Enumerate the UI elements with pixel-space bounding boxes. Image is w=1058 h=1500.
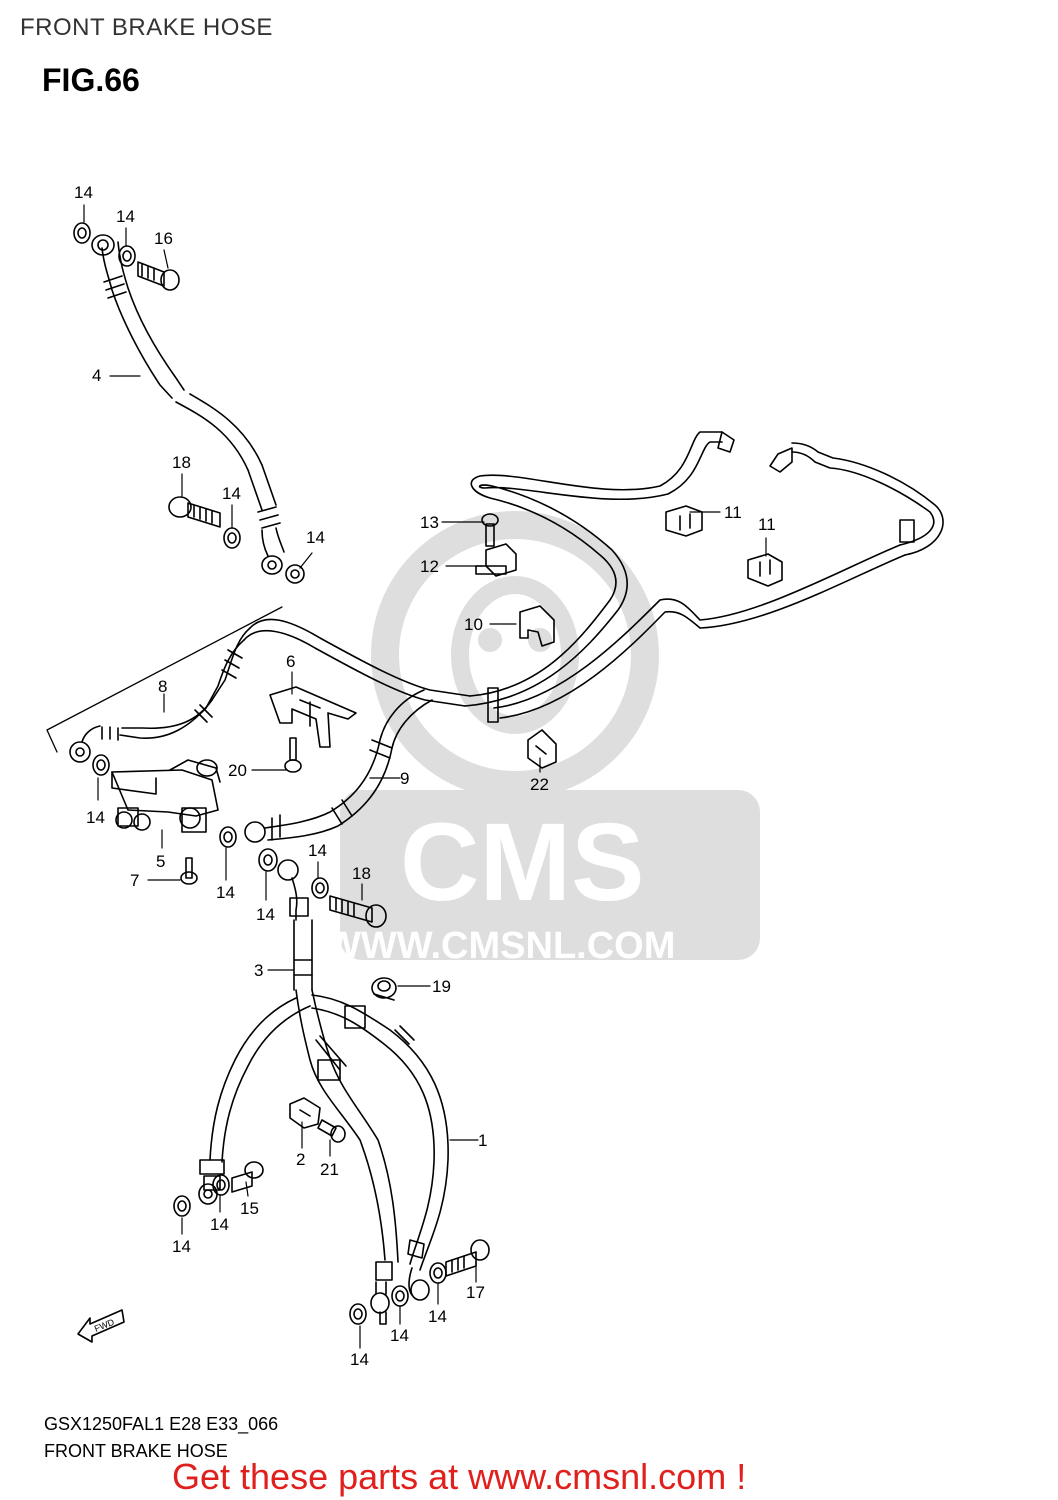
callout-8: 8: [158, 677, 167, 696]
banjo-fitting-top: [91, 234, 115, 256]
callout-7: 7: [130, 871, 139, 890]
callout-18: 18: [352, 864, 371, 883]
clamp-22: [527, 729, 557, 769]
callout-14: 14: [116, 207, 135, 226]
washer-14-lower-b: [212, 1174, 230, 1196]
leader-lines: [83, 204, 767, 1349]
fwd-arrow-icon: [77, 1309, 125, 1343]
callout-14: 14: [172, 1237, 191, 1256]
joint-5: [111, 759, 221, 833]
hose-9: [244, 689, 433, 843]
washer-14-upper-right: [285, 564, 305, 584]
clamp-2: [289, 1097, 321, 1129]
clamp-12: [475, 543, 517, 577]
bolt-18-upper: [168, 496, 221, 528]
callout-14: 14: [74, 183, 93, 202]
callout-4: 4: [92, 366, 101, 385]
washer-14-bottom-a: [349, 1303, 367, 1325]
washer-14-bottom-c: [429, 1262, 447, 1284]
callout-6: 6: [286, 652, 295, 671]
bolt-17: [445, 1239, 490, 1277]
banjo-lower-mid: [370, 1261, 393, 1325]
bracket-6: [269, 686, 357, 748]
bolt-20: [284, 737, 302, 773]
callout-12: 12: [420, 557, 439, 576]
washer-14-mid-b: [258, 848, 278, 872]
footer-title: FRONT BRAKE HOSE: [44, 1441, 228, 1461]
hose-4: [101, 241, 285, 575]
callout-11: 11: [724, 503, 742, 522]
page-title: FRONT BRAKE HOSE: [20, 14, 273, 41]
washer-14-mid-c: [311, 877, 329, 899]
callout-5: 5: [156, 852, 165, 871]
washer-14-mid-a: [219, 826, 237, 848]
callout-labels: 14 14 16 4 18 14 14 13 12 10 11 11 6 8 2…: [74, 183, 776, 1369]
callout-11: 11: [758, 515, 776, 534]
hose-8: [69, 627, 251, 763]
callout-14: 14: [222, 484, 241, 503]
hose-1: [311, 994, 449, 1301]
bolt-18-lower: [329, 895, 387, 928]
washer-14-lower-a: [173, 1195, 191, 1217]
brake-pipe-upper: [243, 431, 944, 723]
callout-14: 14: [216, 883, 235, 902]
figure-number: FIG.66: [42, 62, 140, 98]
washer-14-left: [92, 754, 110, 776]
callout-14: 14: [86, 808, 105, 827]
callout-22: 22: [530, 775, 549, 794]
callout-21: 21: [320, 1160, 339, 1179]
leader-frame: [46, 606, 283, 753]
bolt-21: [317, 1119, 346, 1143]
callout-2: 2: [296, 1150, 305, 1169]
washer-14-top-b: [118, 245, 136, 267]
callout-10: 10: [464, 615, 483, 634]
callout-16: 16: [154, 229, 173, 248]
callout-1: 1: [478, 1131, 487, 1150]
washer-14-bottom-b: [391, 1285, 409, 1307]
clamp-11a: [665, 505, 703, 537]
washer-14-top-a: [73, 222, 91, 244]
washer-14-upper-mid: [223, 527, 241, 549]
callout-18: 18: [172, 453, 191, 472]
callout-14: 14: [256, 905, 275, 924]
bolt-7: [180, 857, 198, 885]
callout-17: 17: [466, 1283, 485, 1302]
bolt-16: [137, 261, 180, 291]
watermark-brand: CMS: [400, 801, 644, 924]
clamp-10: [519, 605, 555, 647]
callout-14: 14: [210, 1215, 229, 1234]
callout-20: 20: [228, 761, 247, 780]
hose-left-branch: [198, 997, 311, 1205]
callout-14: 14: [308, 841, 327, 860]
hose-3: [277, 859, 399, 1263]
callout-19: 19: [432, 977, 451, 996]
callout-9: 9: [400, 769, 409, 788]
callout-14: 14: [428, 1307, 447, 1326]
callout-14: 14: [350, 1350, 369, 1369]
model-code: GSX1250FAL1 E28 E33_066: [44, 1414, 279, 1434]
bolt-15: [231, 1161, 264, 1193]
callout-3: 3: [254, 961, 263, 980]
watermark: CMS WWW.CMSNL.COM: [325, 511, 760, 967]
bolt-13: [481, 513, 499, 547]
callout-13: 13: [420, 513, 439, 532]
clamp-19: [371, 977, 397, 1001]
callout-14: 14: [390, 1326, 409, 1345]
callout-15: 15: [240, 1199, 259, 1218]
callout-14: 14: [306, 528, 325, 547]
watermark-url: WWW.CMSNL.COM: [325, 925, 675, 967]
parts-link-banner[interactable]: Get these parts at www.cmsnl.com !: [172, 1456, 747, 1497]
clamp-11b: [747, 553, 783, 587]
